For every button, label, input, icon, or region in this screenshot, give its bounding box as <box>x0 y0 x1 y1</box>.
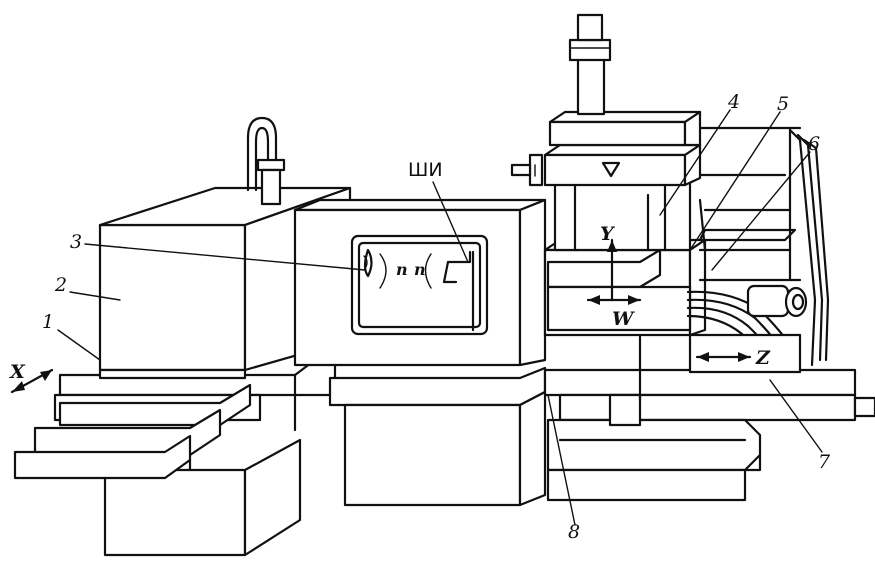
triangle-marker-icon <box>601 161 621 178</box>
right-bed <box>543 368 875 502</box>
axis-label-z: Z <box>755 347 771 369</box>
part-label-5: 5 <box>777 93 789 115</box>
axis-arrows <box>10 238 752 394</box>
tool-label: ШИ <box>408 159 443 181</box>
motor-shaft <box>576 56 606 116</box>
part-label-7: 7 <box>818 451 831 473</box>
leader-4 <box>659 109 731 216</box>
leader-8 <box>547 394 576 526</box>
axis-label-w: W <box>612 308 635 330</box>
leader-6 <box>711 151 811 271</box>
part-label-8: 8 <box>568 521 580 543</box>
axis-label-x: X <box>9 361 26 383</box>
sliding-table <box>638 333 802 402</box>
leader-1 <box>57 329 101 361</box>
leader-3 <box>84 243 366 271</box>
leader-7 <box>769 379 823 453</box>
part-label-4: 4 <box>727 91 740 113</box>
axis-label-y: Y <box>600 223 616 245</box>
leader-5 <box>689 111 781 251</box>
leader-lines <box>57 109 823 526</box>
left-base <box>13 343 337 557</box>
spindle-head <box>510 13 702 187</box>
part-label-1: 1 <box>42 311 54 333</box>
part-label-6: 6 <box>808 133 820 155</box>
observation-window <box>350 234 489 336</box>
part-label-2: 2 <box>54 274 67 296</box>
labels: 1 2 3 4 5 6 7 8 ШИ X Y W Z n n <box>9 91 831 543</box>
leader-2 <box>69 291 121 301</box>
right-frame <box>698 126 830 367</box>
spindle-speed-label-left: n <box>396 260 408 279</box>
column-assembly <box>543 180 707 337</box>
part-label-3: 3 <box>70 231 82 253</box>
front-pedestal <box>328 366 547 507</box>
spindle-speed-label-right: n <box>414 260 426 279</box>
central-housing <box>293 181 547 367</box>
lifting-eye-icon <box>246 116 286 206</box>
